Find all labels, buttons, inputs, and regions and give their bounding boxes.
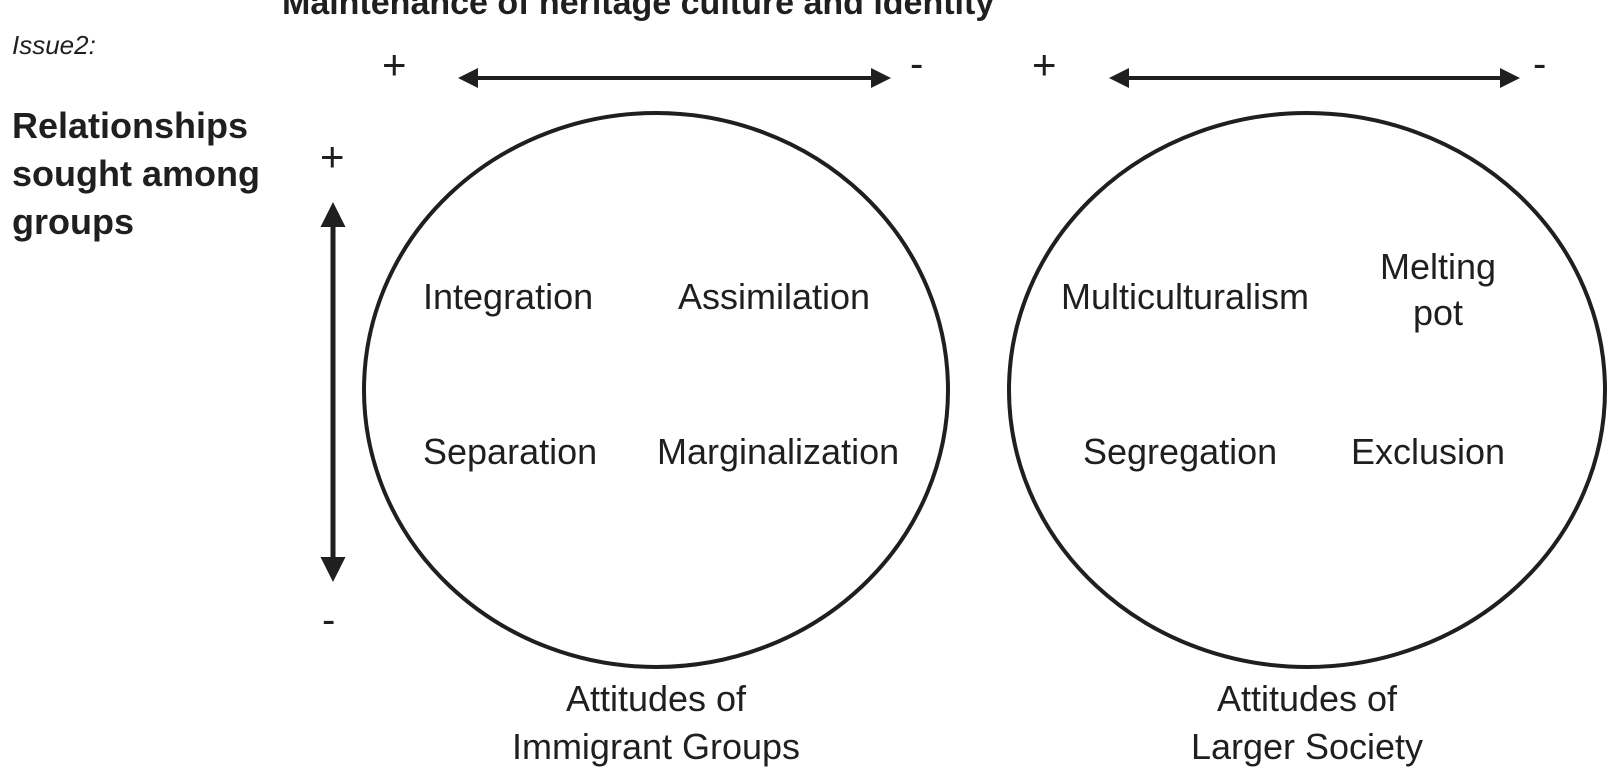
society-horizontal-minus: -: [1533, 42, 1547, 86]
issue-label: Issue2:: [12, 30, 96, 60]
quadrant-melting-pot: Melting pot: [1363, 244, 1513, 336]
quadrant-assimilation: Assimilation: [678, 276, 871, 317]
vertical-plus: +: [320, 133, 345, 180]
quadrant-exclusion: Exclusion: [1351, 431, 1506, 472]
quadrant-separation: Separation: [423, 431, 598, 472]
cultural-maintenance-axis-title: Maintenance of heritage culture and iden…: [282, 0, 995, 22]
immigrant-horizontal-minus: -: [910, 42, 924, 86]
melting-pot-line-1: Melting: [1379, 246, 1497, 287]
quadrant-segregation: Segregation: [1083, 431, 1278, 472]
immigrant-groups-caption: Attitudes of Immigrant Groups: [476, 675, 836, 771]
larger-society-circle: [1007, 111, 1607, 669]
immigrant-caption-line-1: Attitudes of: [565, 678, 747, 719]
vertical-minus: -: [322, 598, 336, 642]
larger-society-caption: Attitudes of Larger Society: [1127, 675, 1487, 771]
immigrant-groups-circle: [362, 111, 950, 669]
relationships-title-line-2: sought among: [12, 153, 260, 194]
immigrant-horizontal-plus: +: [382, 41, 407, 88]
quadrant-integration: Integration: [423, 276, 594, 317]
relationships-title-line-1: Relationships: [12, 105, 249, 146]
relationships-title-line-3: groups: [12, 201, 134, 242]
society-caption-line-2: Larger Society: [1190, 726, 1424, 767]
society-caption-line-1: Attitudes of: [1216, 678, 1398, 719]
relationships-axis-title: Relationships sought among groups: [12, 102, 260, 246]
society-horizontal-plus: +: [1032, 41, 1057, 88]
immigrant-caption-line-2: Immigrant Groups: [511, 726, 801, 767]
melting-pot-line-2: pot: [1412, 292, 1464, 333]
quadrant-multiculturalism: Multiculturalism: [1061, 276, 1310, 317]
quadrant-marginalization: Marginalization: [657, 431, 900, 472]
